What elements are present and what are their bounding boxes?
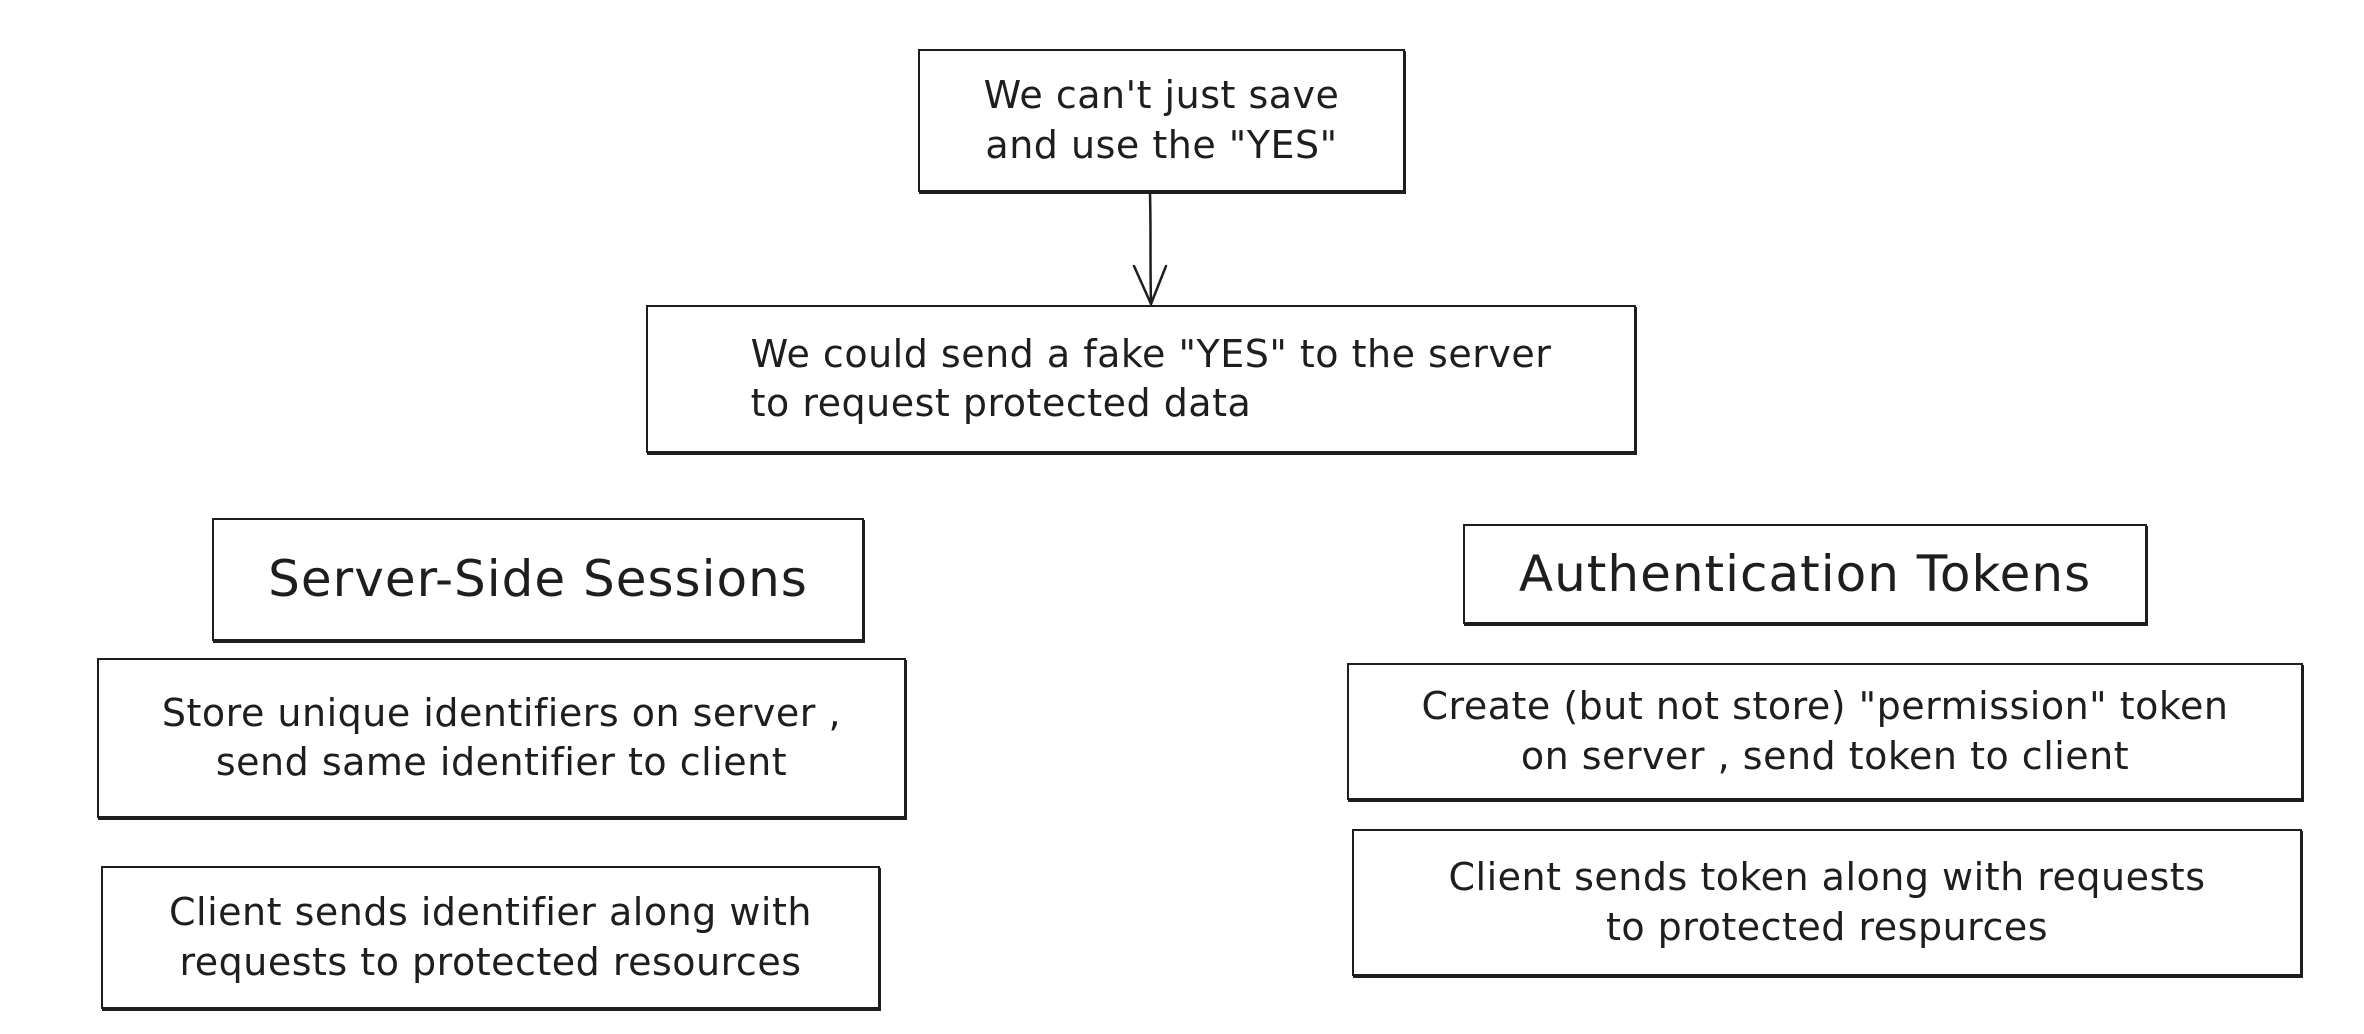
question-box: We can't just save and use the "YES" (918, 49, 1405, 192)
sessions-title-box: Server-Side Sessions (212, 518, 864, 641)
arrow-head (1132, 264, 1168, 308)
tokens-step2-box: Client sends token along with requests t… (1352, 829, 2302, 976)
sessions-step1-box: Store unique identifiers on server , sen… (97, 658, 906, 818)
sessions-step1-text: Store unique identifiers on server , sen… (161, 690, 842, 784)
tokens-step1-box: Create (but not store) "permission" toke… (1347, 663, 2303, 800)
fake-request-text: We could send a fake "YES" to the server… (750, 331, 1552, 425)
sessions-title: Server-Side Sessions (268, 550, 808, 608)
sessions-step2-box: Client sends identifier along with reque… (101, 866, 880, 1009)
question-text: We can't just save and use the "YES" (983, 73, 1340, 167)
tokens-title: Authentication Tokens (1518, 544, 2092, 603)
arrow-shaft (1148, 192, 1153, 304)
fake-request-box: We could send a fake "YES" to the server… (646, 305, 1636, 453)
arrow-question-to-fake (1132, 192, 1168, 308)
sessions-step2-text: Client sends identifier along with reque… (169, 890, 812, 984)
tokens-title-box: Authentication Tokens (1463, 524, 2147, 624)
tokens-step1-text: Create (but not store) "permission" toke… (1421, 684, 2229, 778)
tokens-step2-text: Client sends token along with requests t… (1448, 855, 2206, 949)
